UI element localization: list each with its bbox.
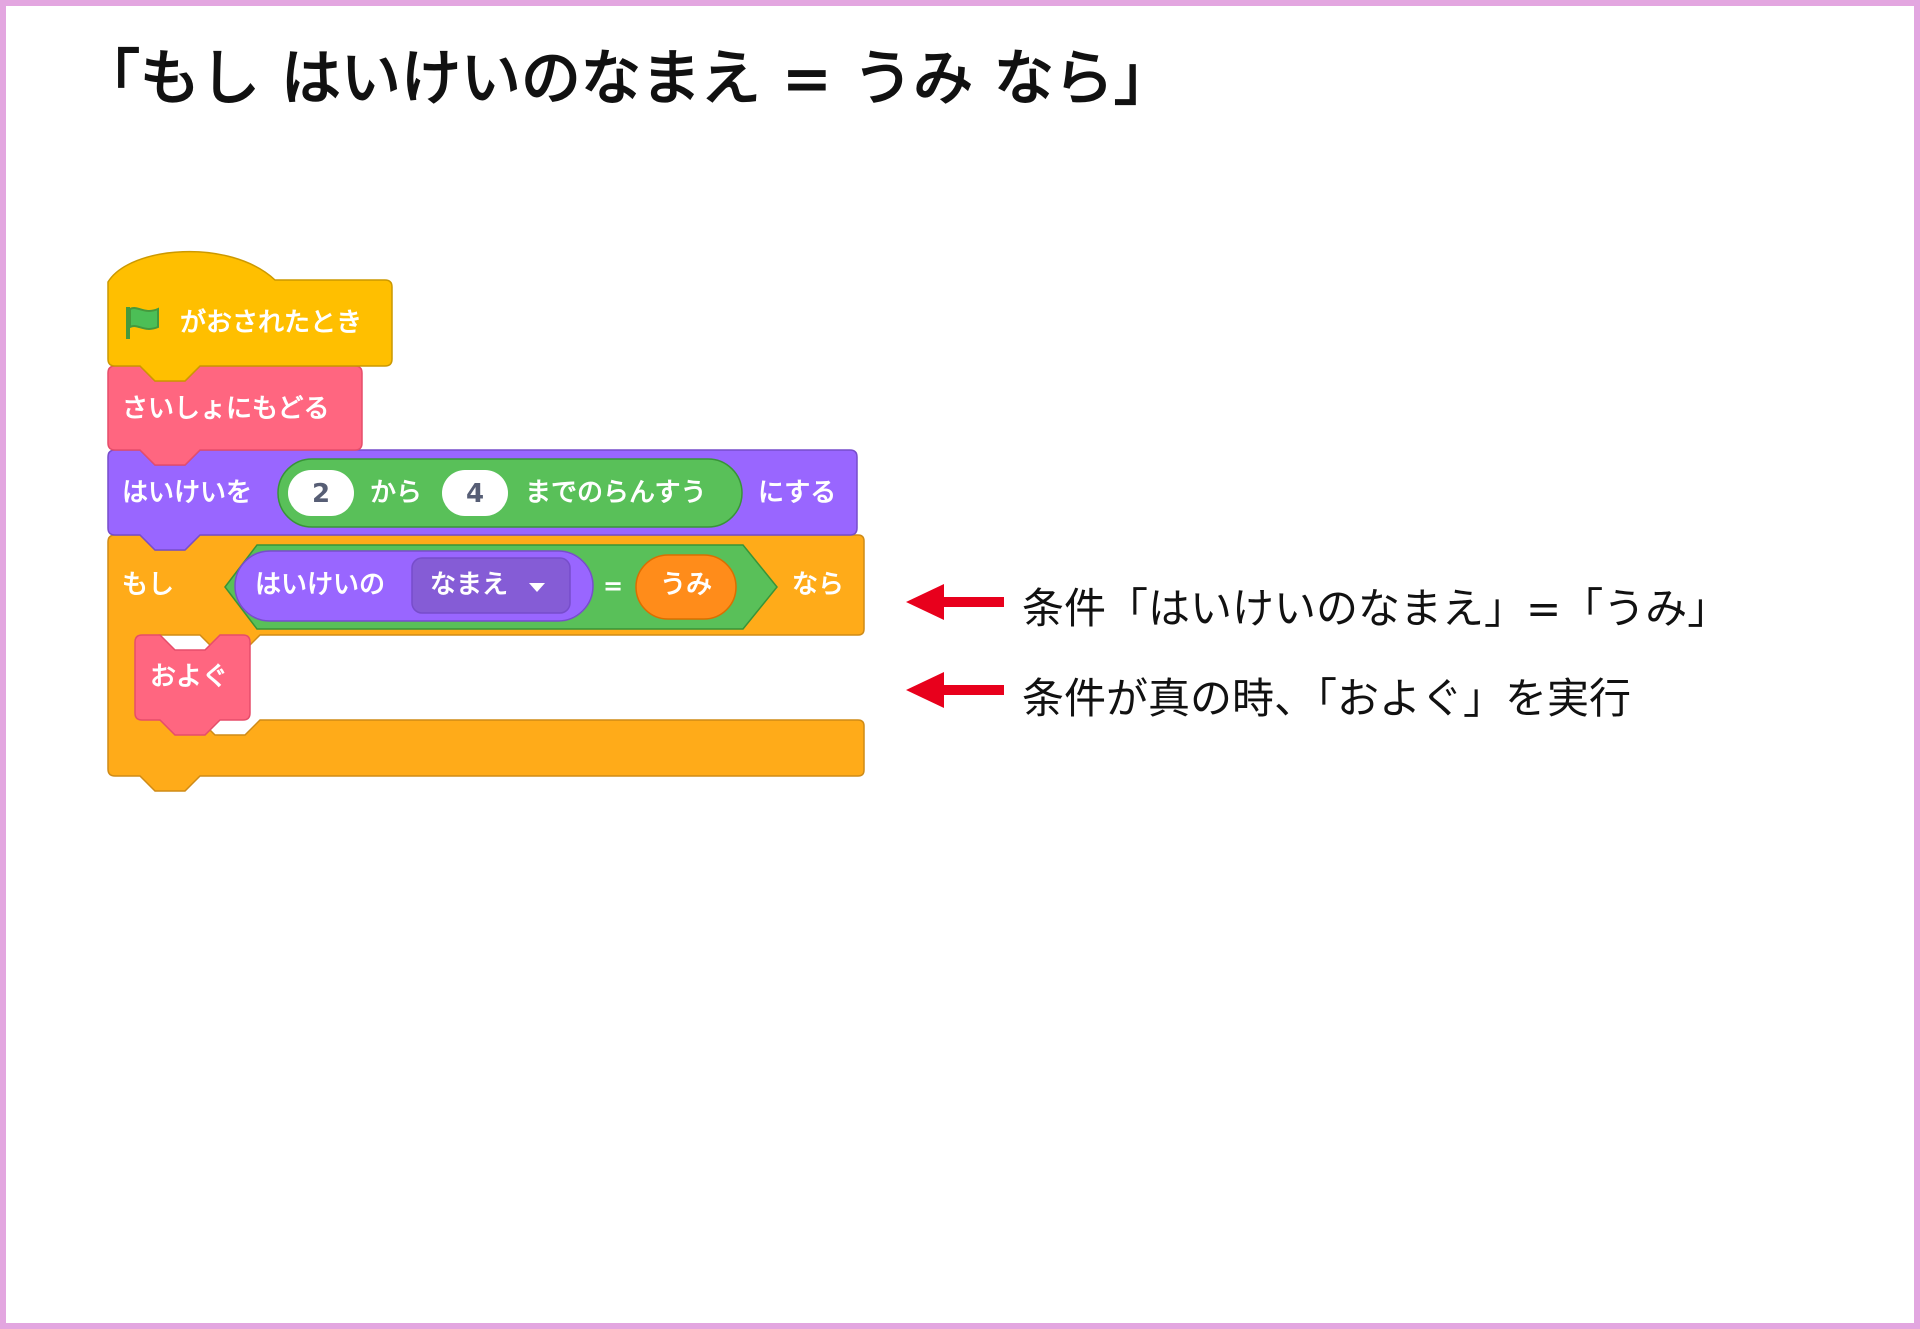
reset-block-label: さいしょにもどる [122,394,330,424]
action-annotation: 条件が真の時、「およぐ」を実行 [1022,674,1632,723]
chevron-down-icon [529,583,545,592]
reset-block[interactable] [107,365,363,466]
random-to-input[interactable] [442,470,508,516]
backdrop-reporter-label: はいけいの [255,570,386,600]
then-label: なら [792,570,845,600]
when-flag-clicked-block[interactable] [107,250,393,382]
compare-value[interactable]: うみ [659,570,712,600]
set-backdrop-prefix: はいけいを [122,478,253,508]
random-reporter[interactable] [277,458,743,528]
arrow-left-icon [906,584,1004,620]
backdrop-dropdown-value[interactable]: なまえ [430,570,509,600]
condition-annotation: 条件「はいけいのなまえ」=「うみ」 [1022,584,1730,633]
random-from-value[interactable]: 2 [311,479,331,509]
hat-block-label: がおされたとき [180,308,363,338]
page-title: 「もし はいけいのなまえ = うみ なら」 [80,44,1174,114]
arrow-left-icon [906,672,1004,708]
swim-block-label: およぐ [150,662,229,692]
swim-block[interactable] [134,634,251,736]
set-backdrop-suffix: にする [758,478,837,508]
compare-value-reporter[interactable] [635,554,737,620]
equals-sign: = [603,572,624,600]
if-label: もし [122,570,175,600]
green-flag-icon [126,307,159,339]
random-label: までのらんすう [525,478,707,508]
random-to-value[interactable]: 4 [465,479,485,509]
random-from-label: から [370,478,423,508]
random-from-input[interactable] [288,470,354,516]
backdrop-dropdown[interactable] [411,557,571,614]
